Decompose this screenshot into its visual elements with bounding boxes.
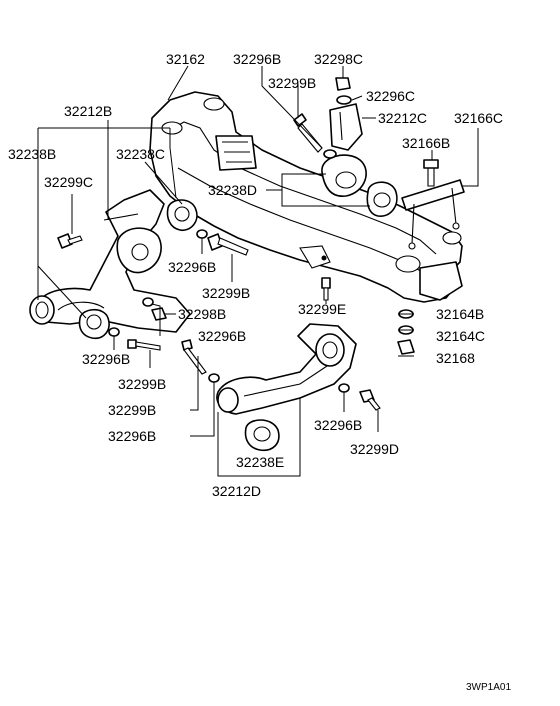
label-32162: 32162: [166, 51, 205, 67]
label-32212c: 32212C: [378, 110, 427, 126]
rear-crossmember: [149, 91, 463, 303]
trailing-arm-32212b: [29, 189, 191, 333]
bushing-32238e: [244, 419, 280, 452]
label-32166c: 32166C: [454, 110, 503, 126]
bolt-32299b-top: [293, 113, 323, 153]
washer-32296b-mid2: [142, 297, 154, 307]
bolt-32299c: [57, 233, 83, 249]
bushing-32238b: [78, 308, 110, 340]
label-32296c: 32296C: [366, 88, 415, 104]
leader-lines: [37, 65, 479, 477]
label-32299e: 32299E: [298, 301, 346, 317]
label-32299d: 32299D: [350, 441, 399, 457]
label-32299b-mid: 32299B: [202, 285, 250, 301]
label-32299c: 32299C: [44, 174, 93, 190]
callout-labels: 32162 32296B 32298C 32299B 32296C 32212B…: [8, 51, 511, 693]
washer-32296b-right: [338, 383, 350, 393]
nut-32168: [397, 339, 415, 355]
bushing-32238c: [166, 199, 198, 232]
label-32296b-left: 32296B: [82, 351, 130, 367]
label-32164c: 32164C: [436, 328, 485, 344]
label-32166b: 32166B: [402, 135, 450, 151]
label-32168: 32168: [436, 350, 475, 366]
label-32238e: 32238E: [236, 454, 284, 470]
washer-32296b-low: [208, 373, 220, 383]
bolt-32299b-low: [181, 339, 207, 375]
washer-32296b-top: [323, 149, 337, 159]
washer-32296b-mid: [196, 229, 208, 239]
bushing-32238d: [321, 154, 398, 217]
nut-32298b: [151, 307, 167, 321]
label-32299b-top: 32299B: [268, 75, 316, 91]
washer-32296b-left: [108, 327, 120, 337]
bracket-32166c: [401, 179, 465, 250]
nut-32298c: [335, 77, 351, 91]
label-32238d: 32238D: [208, 182, 257, 198]
label-32296b-mid2: 32296B: [198, 328, 246, 344]
bolt-32299b-left: [127, 339, 161, 351]
lower-arm-32212d: [216, 323, 357, 415]
label-32296b-right: 32296B: [314, 417, 362, 433]
label-32298c: 32298C: [314, 51, 363, 67]
label-32212d: 32212D: [212, 483, 261, 499]
label-32238b: 32238B: [8, 146, 56, 162]
label-32296b-top: 32296B: [233, 51, 281, 67]
bolt-32299e: [321, 277, 331, 301]
upper-bracket-32212c: [329, 103, 363, 151]
bolt-32166b: [423, 159, 439, 187]
label-32299b-low: 32299B: [108, 402, 156, 418]
label-32299b-left: 32299B: [118, 376, 166, 392]
label-32238c: 32238C: [116, 146, 165, 162]
label-32298b: 32298B: [178, 306, 226, 322]
label-32296b-mid: 32296B: [168, 259, 216, 275]
washer-32296c: [336, 95, 352, 105]
bolt-32299b-mid: [207, 233, 249, 256]
label-32296b-low: 32296B: [108, 428, 156, 444]
bolt-32299d: [359, 389, 381, 411]
diagram-code: 3WP1A01: [466, 682, 511, 693]
label-32212b: 32212B: [64, 103, 112, 119]
label-32164b: 32164B: [436, 306, 484, 322]
